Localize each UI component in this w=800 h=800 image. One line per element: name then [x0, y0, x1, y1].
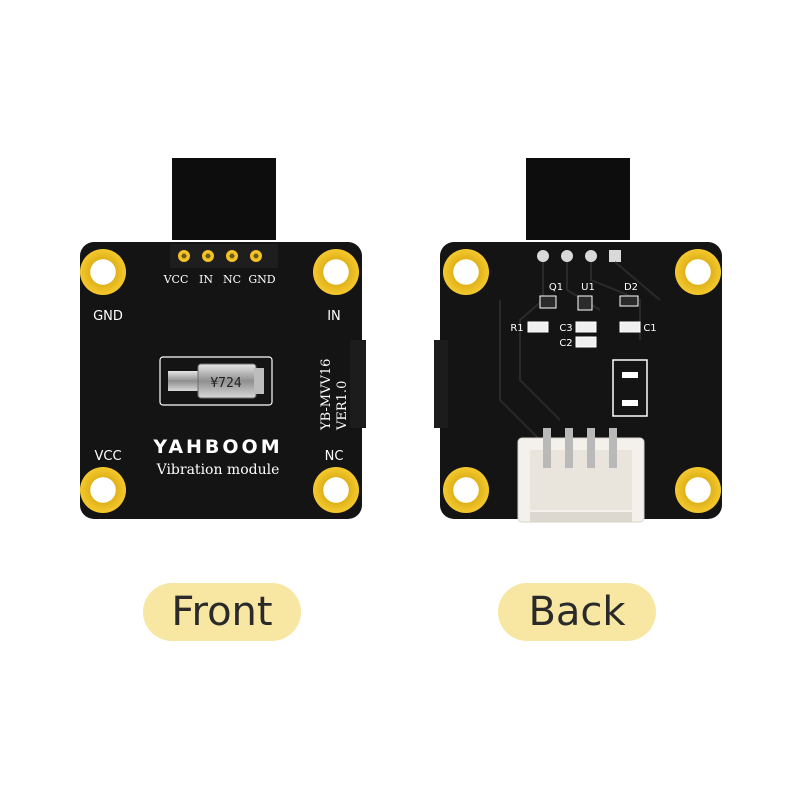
- mount-hole-top-left: [80, 249, 126, 295]
- front-cable: [172, 158, 276, 240]
- smd-components: [527, 295, 648, 417]
- corner-label-nc: NC: [325, 449, 344, 464]
- back-caption: Back: [498, 583, 656, 641]
- corner-label-in: IN: [327, 309, 341, 324]
- back-mount-hole-bottom-left: [443, 467, 489, 513]
- back-cable: [526, 158, 630, 240]
- label-c2: C2: [559, 338, 572, 349]
- label-r1: R1: [510, 323, 523, 334]
- vibration-motor: ¥724: [168, 363, 264, 399]
- mount-hole-bottom-left: [80, 467, 126, 513]
- pin-label-in: IN: [199, 273, 213, 286]
- pin-label-vcc: VCC: [163, 273, 189, 286]
- back-mount-hole-bottom-right: [675, 467, 721, 513]
- mount-hole-bottom-right: [313, 467, 359, 513]
- label-d2: D2: [624, 282, 638, 293]
- label-c3: C3: [559, 323, 572, 334]
- front-caption: Front: [143, 583, 301, 641]
- front-board: VCC IN NC GND GND IN VCC NC ¥724 YB-MVV1…: [80, 158, 366, 519]
- back-mount-hole-top-right: [675, 249, 721, 295]
- mount-hole-top-right: [313, 249, 359, 295]
- module-name: Vibration module: [156, 462, 280, 478]
- back-mount-hole-top-left: [443, 249, 489, 295]
- brand-logo: YAHBOOM: [152, 436, 282, 458]
- label-u1: U1: [581, 282, 595, 293]
- pin-label-gnd: GND: [248, 273, 275, 286]
- corner-label-gnd: GND: [93, 309, 123, 324]
- front-header-pins: [178, 250, 262, 262]
- back-pcb: [440, 242, 722, 519]
- model-line-1: YB-MVV16: [319, 359, 334, 431]
- label-q1: Q1: [549, 282, 563, 293]
- label-c1: C1: [643, 323, 656, 334]
- model-line-2: VER1.0: [335, 381, 350, 431]
- corner-label-vcc: VCC: [94, 449, 121, 464]
- back-board: Q1 U1 D2 R1 C3 C2 C1: [434, 158, 722, 523]
- jst-connector: [517, 428, 645, 523]
- back-header-pads: [537, 250, 621, 262]
- motor-outline: [159, 356, 273, 406]
- pin-label-nc: NC: [223, 273, 241, 286]
- motor-marking: ¥724: [210, 376, 241, 391]
